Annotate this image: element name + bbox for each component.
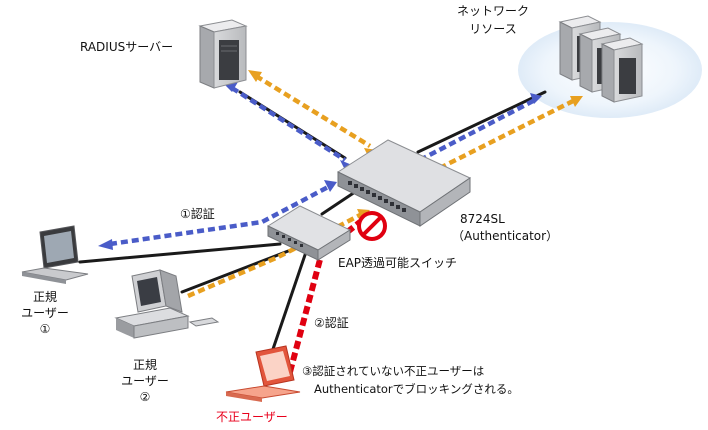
arrowhead: [340, 160, 352, 170]
auth-arrowheads: [98, 82, 542, 250]
cable-8724-to-eap: [320, 190, 357, 216]
auth1-label: ①認証: [180, 207, 215, 221]
arrowhead: [530, 93, 542, 104]
auth2-label: ②認証: [314, 316, 349, 330]
user2-label-line3: ②: [139, 390, 151, 404]
network-resource-label-line1: ネットワーク: [456, 4, 529, 18]
cable-8724-to-resources: [416, 90, 547, 154]
unauthorized-laptop-icon: [225, 345, 301, 402]
laptop-icon: [21, 225, 89, 284]
desktop-pc-icon: [114, 269, 220, 339]
cable-eap-to-user1: [78, 242, 282, 264]
user1-label-line2: ユーザー: [21, 306, 69, 320]
data-flow-resources: [418, 97, 577, 181]
block-icon: [357, 211, 387, 241]
data-flow-radius: [254, 74, 372, 148]
switch-8724-label-line1: 8724SL: [460, 212, 505, 226]
user1-label-line3: ①: [39, 322, 51, 336]
server-icon: [600, 37, 644, 103]
arrowhead: [570, 96, 583, 107]
radius-server-label: RADIUSサーバー: [80, 40, 174, 54]
data-flow: [187, 74, 577, 299]
switch-icon: [336, 139, 472, 227]
resource-servers: [558, 15, 644, 103]
switch-8724-label-line2: （Authenticator）: [452, 229, 559, 243]
auth-flow-resources: [418, 98, 537, 162]
note-label-line1: ③認証されていない不正ユーザーは: [302, 364, 485, 378]
user2-label-line1: 正規: [132, 358, 157, 372]
arrowhead: [98, 239, 113, 250]
arrowhead: [324, 180, 337, 192]
user1-label-line1: 正規: [32, 290, 57, 304]
network-resource-label-line2: リソース: [469, 22, 517, 36]
auth-flow-radius: [230, 86, 347, 162]
arrowhead: [248, 70, 262, 82]
eap-switch-icon: [266, 205, 352, 261]
user2-label-line2: ユーザー: [121, 374, 169, 388]
unauthorized-user-label: 不正ユーザー: [216, 410, 288, 424]
server-icon: [198, 19, 248, 89]
data-flow-user2: [187, 212, 364, 299]
eap-switch-label: EAP透過可能スイッチ: [338, 256, 458, 270]
note-label-line2: Authenticatorでブロッキングされる。: [314, 382, 519, 396]
auth-flow: [109, 86, 537, 247]
cable-eap-to-unauth: [270, 250, 308, 354]
cable-eap-to-user2: [180, 246, 298, 294]
auth-flow-user1: [109, 184, 332, 247]
